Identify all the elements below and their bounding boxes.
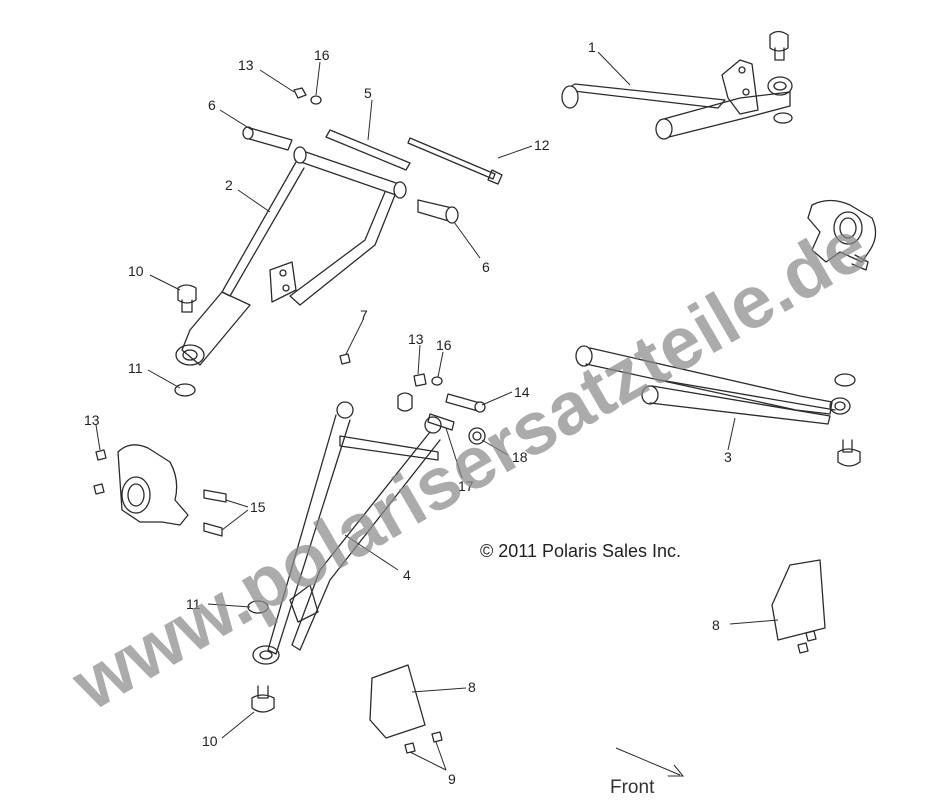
- retaining-ring-top: [773, 112, 793, 124]
- part-10-ball-joint-upper-left: [177, 284, 197, 313]
- part-13-nut-top: [293, 87, 307, 99]
- callout-10-lower: 10: [202, 733, 218, 749]
- part-16-washer-top: [310, 95, 322, 105]
- callout-11-upper: 11: [128, 360, 143, 376]
- part-12-pivot-bolt: [407, 137, 503, 185]
- retaining-ring-right: [834, 373, 856, 387]
- callout-17: 17: [458, 478, 474, 494]
- part-4-lower-a-arm: [252, 401, 442, 665]
- callout-1: 1: [588, 39, 596, 55]
- part-11-retaining-ring-upper: [174, 383, 196, 397]
- part-15-bolts: [203, 489, 227, 537]
- callout-15: 15: [250, 499, 266, 515]
- part-7-nut: [339, 353, 351, 365]
- callout-14: 14: [514, 384, 530, 400]
- ball-joint-lower-right: [837, 439, 861, 467]
- part-3-lower-a-arm-right: [575, 345, 851, 425]
- callout-8-left: 8: [468, 679, 476, 695]
- callout-6-upper: 6: [208, 97, 216, 113]
- callout-16-top: 16: [314, 47, 330, 63]
- part-10-ball-joint-lower: [251, 685, 275, 713]
- part-1-upper-a-arm-right: [561, 59, 793, 140]
- part-13-nut-center: [413, 373, 427, 387]
- part-17-spacer: [427, 413, 455, 431]
- front-direction-arrow: [615, 747, 685, 777]
- callout-numbers: 1 2 3 4 5 6 6 7 8 8 9 10 10 11 11 12 13 …: [84, 39, 732, 787]
- callout-11-lower: 11: [186, 596, 201, 612]
- callout-7: 7: [360, 307, 368, 323]
- callout-12: 12: [534, 137, 550, 153]
- callout-6-lower: 6: [482, 259, 490, 275]
- callout-2: 2: [225, 177, 233, 193]
- nut-left-lower: [93, 483, 105, 495]
- callout-5: 5: [364, 85, 372, 101]
- part-6-pivot-bushing-lower: [417, 199, 459, 224]
- part-6-pivot-bushing-upper: [242, 126, 293, 151]
- bushing-center: [397, 392, 413, 412]
- steering-knuckle-left: [117, 444, 189, 526]
- copyright-text: © 2011 Polaris Sales Inc.: [480, 541, 681, 561]
- part-8-skid-plate-right: [771, 559, 826, 654]
- watermark-text: www.polarisersatzteile.de: [58, 203, 882, 726]
- part-5-pivot-tube: [325, 129, 411, 171]
- callout-10-upper: 10: [128, 263, 144, 279]
- callout-13-left: 13: [84, 412, 100, 428]
- steering-knuckle-right: [807, 199, 877, 271]
- part-8-skid-plate-left: [369, 664, 443, 754]
- callout-18: 18: [512, 449, 528, 465]
- part-14-pivot-bolt: [445, 393, 486, 413]
- callout-3: 3: [724, 449, 732, 465]
- callout-13-top: 13: [238, 57, 254, 73]
- part-10-ball-joint-top: [769, 30, 789, 61]
- callout-9: 9: [448, 771, 456, 787]
- part-13-nut-left: [95, 449, 107, 461]
- part-16-washer-center: [431, 376, 443, 386]
- callout-13-center: 13: [408, 331, 424, 347]
- callout-4: 4: [403, 567, 411, 583]
- part-18-bushing: [468, 427, 486, 445]
- part-2-upper-a-arm: [175, 146, 407, 366]
- leader-lines: [95, 51, 779, 771]
- callout-16-center: 16: [436, 337, 452, 353]
- callout-8-right: 8: [712, 617, 720, 633]
- front-label: Front: [610, 777, 655, 798]
